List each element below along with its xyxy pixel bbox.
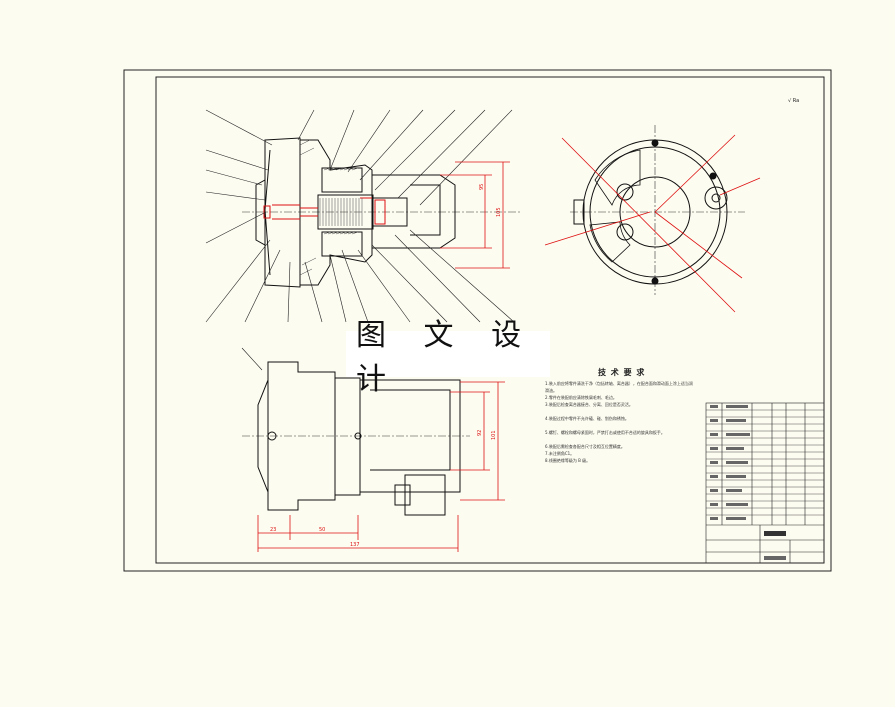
requirement-item: 3.装配后检查离合器接合、分离、回位是否灵活。 bbox=[545, 402, 633, 407]
requirement-item: 6.装配后需检查各配合尺寸及相互位置精度。 bbox=[545, 444, 625, 449]
watermark-label: 图 文 设 计 bbox=[346, 318, 550, 397]
inner-frame bbox=[155, 76, 825, 564]
requirement-item: 4.装配过程中零件不允许磕、碰、划伤和锈蚀。 bbox=[545, 416, 629, 421]
surface-roughness-note: √ Ra bbox=[788, 98, 800, 104]
parts-list-table bbox=[705, 402, 825, 564]
outer-frame bbox=[123, 69, 832, 572]
requirement-item: 8.线圈绝缘等级为 B 级。 bbox=[545, 458, 591, 463]
requirement-item: 1.装入前应将零件清洗干净（包括转轴、离合器），在配合面和滑动面上涂上适当润滑油… bbox=[545, 381, 693, 393]
requirement-item: 5.螺钉、螺栓和螺母紧固时，严禁打击或使用不合适的旋具和扳手。 bbox=[545, 430, 665, 435]
technical-requirements-list: 1.装入前应将零件清洗干净（包括转轴、离合器），在配合面和滑动面上涂上适当润滑油… bbox=[545, 380, 695, 464]
end-view bbox=[544, 125, 761, 313]
technical-requirements-title: 技 术 要 求 bbox=[598, 368, 646, 377]
requirement-item: 2.零件在装配前应清除铁屑毛刺、毛边。 bbox=[545, 395, 617, 400]
section-view-top bbox=[205, 109, 520, 323]
requirement-item: 7.未注倒角C1。 bbox=[545, 451, 575, 456]
side-view-bottom bbox=[241, 347, 505, 552]
